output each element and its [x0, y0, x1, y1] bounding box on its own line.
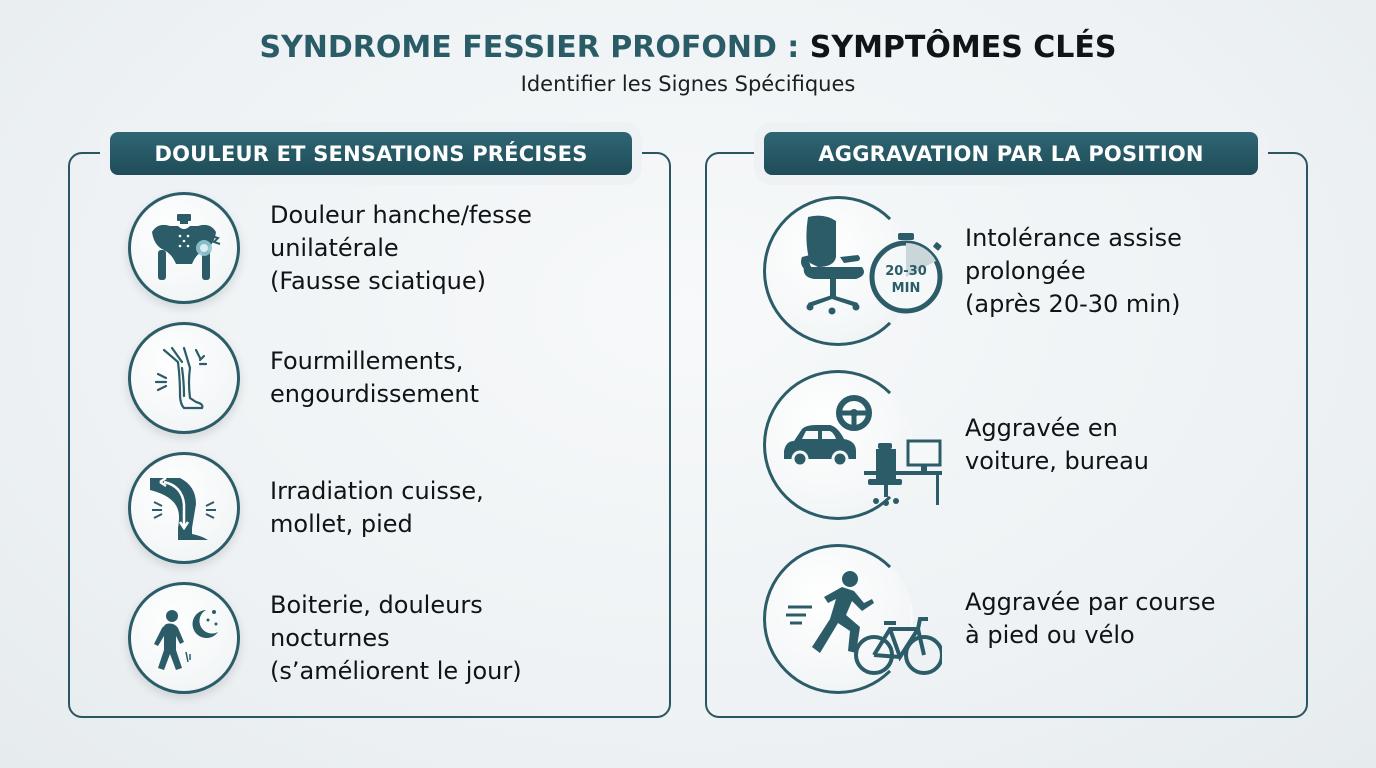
- page-title: SYNDROME FESSIER PROFOND : SYMPTÔMES CLÉ…: [0, 30, 1376, 65]
- symptom-item: Boiterie, douleurs nocturnes (s’améliore…: [128, 582, 522, 694]
- symptom-text: Fourmillements, engourdissement: [270, 347, 479, 408]
- pelvis-hip-pain-icon: [128, 192, 240, 304]
- office-chair-stopwatch-icon: 20-30 MIN: [763, 196, 943, 346]
- symptom-text: Irradiation cuisse, mollet, pied: [270, 477, 484, 538]
- symptom-item: Fourmillements, engourdissement: [128, 322, 479, 434]
- symptom-text: Aggravée par course à pied ou vélo: [965, 588, 1216, 649]
- symptom-item: 20-30 MIN Intolérance assise prolongée (…: [763, 196, 1182, 346]
- title-accent: SYNDROME FESSIER PROFOND :: [259, 30, 800, 65]
- title-main: SYMPTÔMES CLÉS: [809, 30, 1117, 65]
- svg-text:MIN: MIN: [892, 281, 921, 296]
- symptom-item: Aggravée en voiture, bureau: [763, 370, 1149, 520]
- car-steering-desk-icon: [763, 370, 942, 520]
- panel-title: AGGRAVATION PAR LA POSITION: [764, 132, 1258, 175]
- page-subtitle: Identifier les Signes Spécifiques: [520, 72, 856, 96]
- symptom-text: Boiterie, douleurs nocturnes (s’améliore…: [270, 590, 522, 685]
- leg-tingling-icon: [128, 322, 240, 434]
- symptom-item: Aggravée par course à pied ou vélo: [763, 544, 1216, 694]
- panel-title: DOULEUR ET SENSATIONS PRÉCISES: [110, 132, 632, 175]
- symptom-item: Irradiation cuisse, mollet, pied: [128, 452, 484, 564]
- leg-radiation-arrows-icon: [128, 452, 240, 564]
- panel-position-aggravation: AGGRAVATION PAR LA POSITION 20-30: [705, 132, 1308, 718]
- limping-night-moon-icon: [128, 582, 240, 694]
- panel-pain-sensations: DOULEUR ET SENSATIONS PRÉCISES Douleur h…: [68, 132, 671, 718]
- symptom-item: Douleur hanche/fesse unilatérale (Fausse…: [128, 192, 532, 304]
- svg-text:20-30: 20-30: [885, 264, 927, 279]
- symptom-text: Aggravée en voiture, bureau: [965, 414, 1150, 475]
- symptom-text: Intolérance assise prolongée (après 20-3…: [965, 223, 1182, 318]
- runner-bicycle-icon: [763, 544, 942, 694]
- symptom-text: Douleur hanche/fesse unilatérale (Fausse…: [270, 200, 532, 295]
